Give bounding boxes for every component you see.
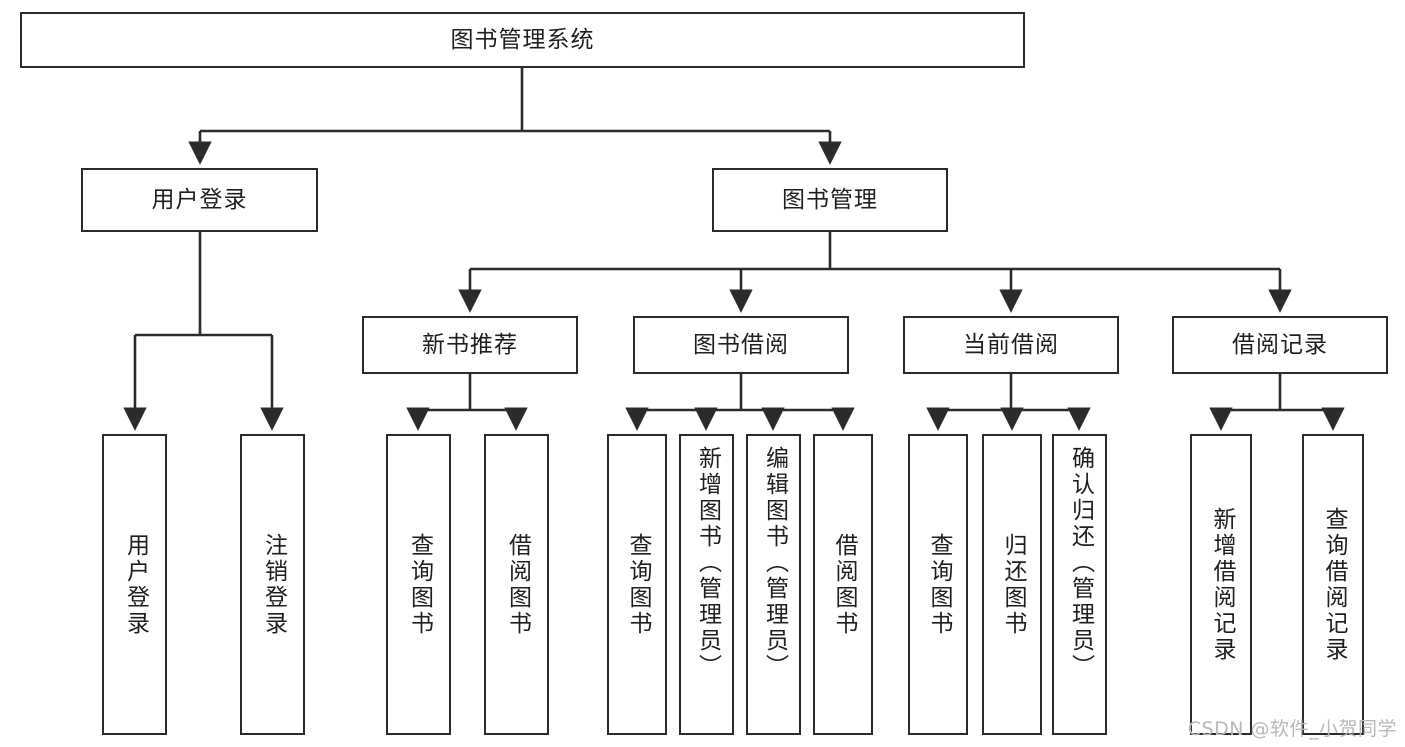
node-book-borrow-label: 图书借阅 (693, 331, 789, 358)
node-leaf-return-book-label: 归还图书 (999, 532, 1026, 637)
node-leaf-return-book[interactable]: 归还图书 (982, 434, 1042, 735)
node-leaf-query-book-b[interactable]: 查询图书 (607, 434, 667, 735)
node-leaf-query-book-rec[interactable]: 查询图书 (386, 434, 451, 735)
node-root[interactable]: 图书管理系统 (20, 12, 1025, 68)
node-leaf-logout[interactable]: 注销登录 (240, 434, 305, 735)
node-leaf-edit-book-label: 编辑图书（管理员） (761, 446, 788, 680)
node-borrow-record-label: 借阅记录 (1232, 331, 1328, 358)
node-leaf-query-book-c-label: 查询图书 (925, 532, 952, 637)
node-new-book-rec-label: 新书推荐 (422, 331, 518, 358)
node-leaf-query-record[interactable]: 查询借阅记录 (1302, 434, 1364, 735)
node-leaf-add-book-label: 新增图书（管理员） (694, 446, 721, 680)
node-borrow-record[interactable]: 借阅记录 (1172, 316, 1388, 374)
node-leaf-query-book-c[interactable]: 查询图书 (908, 434, 968, 735)
node-leaf-query-book-rec-label: 查询图书 (406, 532, 433, 637)
node-leaf-borrow-book-b-label: 借阅图书 (830, 532, 857, 637)
node-book-borrow[interactable]: 图书借阅 (633, 316, 849, 374)
node-current-borrow[interactable]: 当前借阅 (903, 316, 1119, 374)
node-leaf-add-record[interactable]: 新增借阅记录 (1190, 434, 1252, 735)
node-leaf-confirm-return-label: 确认归还（管理员） (1067, 446, 1094, 680)
node-leaf-borrow-book-rec-label: 借阅图书 (504, 532, 531, 637)
node-leaf-add-book[interactable]: 新增图书（管理员） (679, 434, 734, 735)
node-user-login[interactable]: 用户登录 (81, 168, 318, 232)
node-leaf-borrow-book-rec[interactable]: 借阅图书 (484, 434, 549, 735)
node-leaf-borrow-book-b[interactable]: 借阅图书 (813, 434, 873, 735)
node-leaf-edit-book[interactable]: 编辑图书（管理员） (746, 434, 801, 735)
node-user-login-label: 用户登录 (151, 186, 248, 213)
node-leaf-user-login[interactable]: 用户登录 (102, 434, 167, 735)
node-root-label: 图书管理系统 (450, 26, 595, 53)
node-new-book-rec[interactable]: 新书推荐 (362, 316, 578, 374)
node-leaf-logout-label: 注销登录 (260, 532, 287, 637)
node-leaf-user-login-label: 用户登录 (122, 532, 149, 637)
watermark: CSDN @软件_小贺同学 (1187, 718, 1397, 740)
node-current-borrow-label: 当前借阅 (963, 331, 1059, 358)
node-book-manage-label: 图书管理 (782, 186, 878, 213)
node-leaf-query-record-label: 查询借阅记录 (1320, 506, 1347, 663)
node-book-manage[interactable]: 图书管理 (712, 168, 948, 232)
node-leaf-add-record-label: 新增借阅记录 (1208, 506, 1235, 663)
node-leaf-confirm-return[interactable]: 确认归还（管理员） (1052, 434, 1107, 735)
node-leaf-query-book-b-label: 查询图书 (624, 532, 651, 637)
